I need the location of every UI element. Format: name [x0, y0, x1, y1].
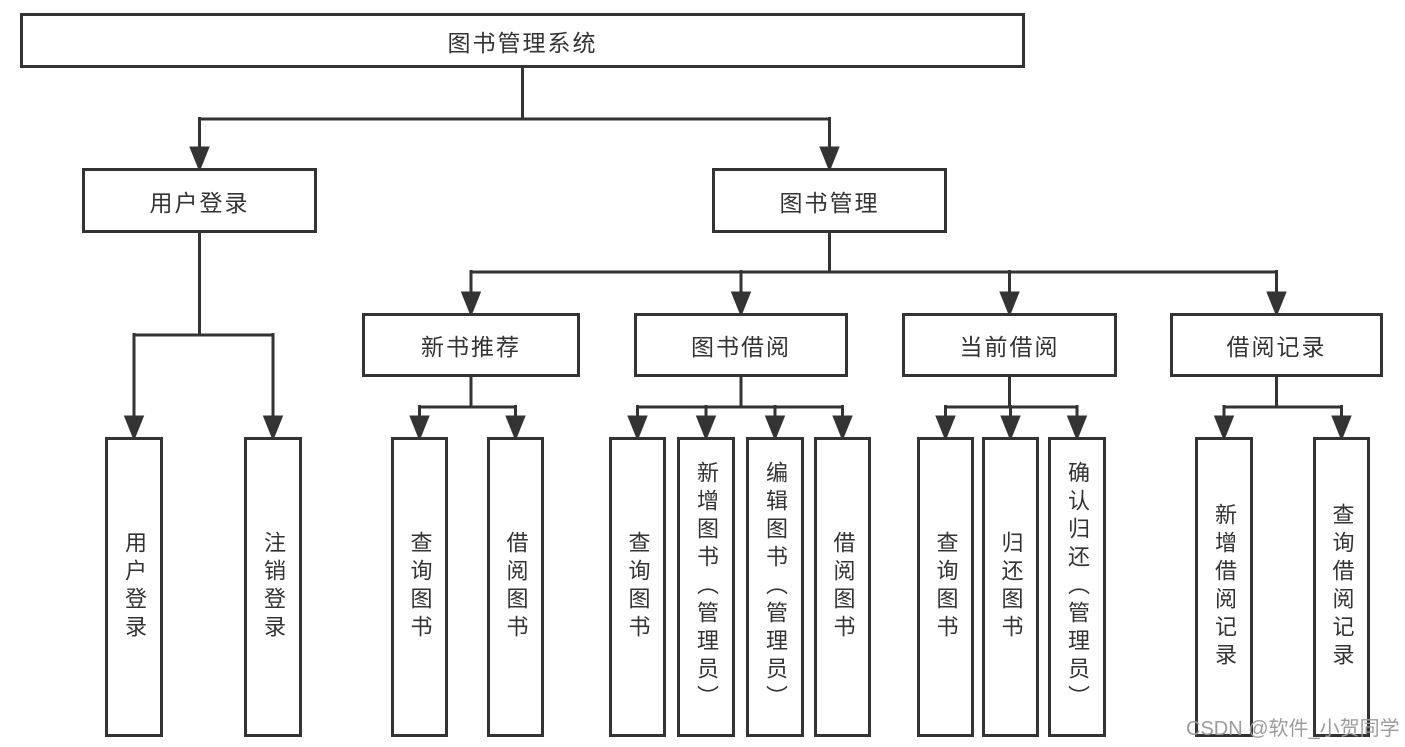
csdn-watermark: CSDN @软件_小贺同学	[1186, 718, 1400, 740]
node-label: 编辑图书（管理员）	[763, 461, 788, 713]
node-label: 归还图书	[998, 531, 1024, 643]
node-recommend-borrow-books: 借阅图书	[487, 437, 544, 737]
node-edit-books-admin: 编辑图书（管理员）	[746, 437, 804, 737]
connector-book-borrow-to-children	[627, 377, 853, 442]
node-label: 借阅图书	[830, 531, 856, 643]
connector-new-book-to-children	[409, 377, 526, 442]
node-label: 查询图书	[407, 531, 433, 643]
node-label: 查询图书	[625, 531, 651, 643]
node-label: 用户登录	[122, 531, 147, 643]
node-label: 图书管理系统	[447, 29, 598, 56]
node-current-borrow: 当前借阅	[902, 313, 1117, 377]
node-label: 借阅记录	[1226, 334, 1327, 360]
node-recommend-query-books: 查询图书	[391, 437, 448, 737]
node-return-books: 归还图书	[982, 437, 1039, 737]
node-label: 新增图书（管理员）	[694, 461, 719, 713]
node-confirm-return-admin: 确认归还（管理员）	[1048, 437, 1106, 737]
node-add-books-admin: 新增图书（管理员）	[677, 437, 735, 737]
node-query-borrow-record: 查询借阅记录	[1313, 437, 1370, 737]
node-label: 图书借阅	[691, 334, 791, 360]
node-label: 图书管理	[779, 189, 880, 216]
node-new-book-recommend: 新书推荐	[362, 313, 580, 377]
node-label: 用户登录	[149, 189, 250, 216]
node-label: 查询借阅记录	[1329, 503, 1355, 671]
node-label: 借阅图书	[503, 531, 529, 643]
node-current-query-books: 查询图书	[917, 437, 974, 737]
node-book-management: 图书管理	[712, 168, 947, 233]
connector-root-to-level2	[189, 68, 840, 173]
node-label: 新增借阅记录	[1212, 503, 1237, 671]
node-label: 确认归还（管理员）	[1065, 461, 1090, 713]
node-user-login-leaf: 用户登录	[105, 437, 163, 737]
connector-book-management-to-level3	[460, 233, 1287, 318]
node-user-login: 用户登录	[82, 168, 317, 233]
connector-borrow-records-to-children	[1213, 377, 1352, 442]
connector-user-login-to-children	[123, 233, 284, 442]
node-borrow-records: 借阅记录	[1170, 313, 1383, 377]
connector-current-borrow-to-children	[935, 377, 1088, 442]
node-logout: 注销登录	[244, 437, 302, 737]
node-label: 注销登录	[261, 531, 286, 643]
node-book-borrow: 图书借阅	[634, 313, 848, 377]
node-label: 查询图书	[933, 531, 959, 643]
node-borrow-books: 借阅图书	[814, 437, 871, 737]
node-label: 当前借阅	[959, 334, 1060, 360]
node-borrow-query-books: 查询图书	[609, 437, 666, 737]
node-root: 图书管理系统	[20, 13, 1025, 68]
node-label: 新书推荐	[421, 334, 521, 360]
node-add-borrow-record: 新增借阅记录	[1195, 437, 1253, 737]
